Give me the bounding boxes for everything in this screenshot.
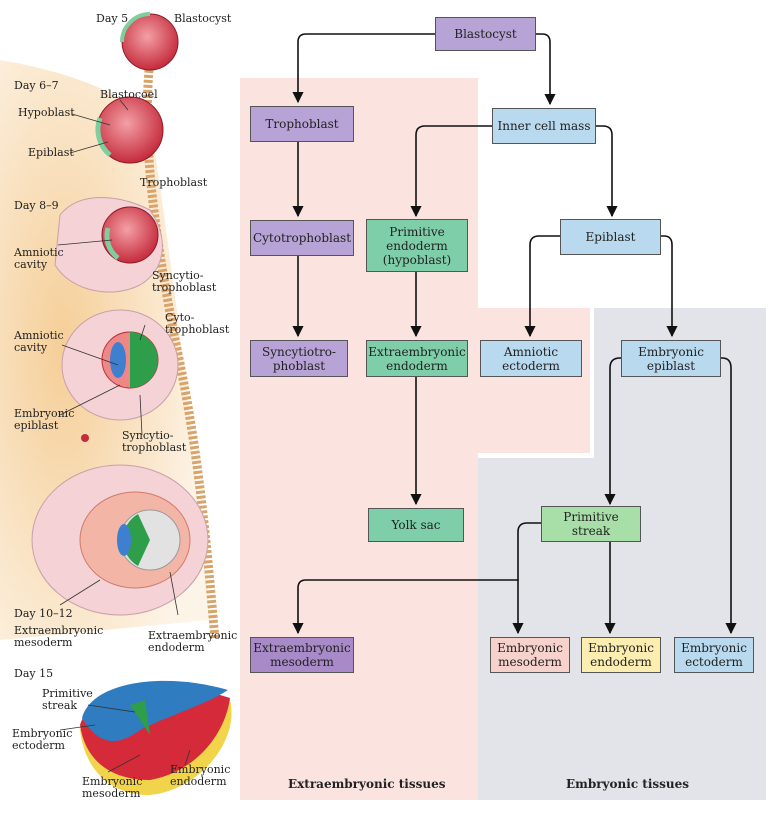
node-blastocyst: Blastocyst bbox=[435, 17, 536, 51]
syncytiotrophoblast-label-1: Syncytio- trophoblast bbox=[152, 269, 217, 294]
node-cytotrophoblast: Cytotrophoblast bbox=[250, 220, 354, 256]
left-leader-lines bbox=[57, 99, 191, 773]
node-syncytiotrophoblast: Syncytiotro- phoblast bbox=[250, 340, 348, 377]
day9-embryo bbox=[61, 309, 179, 442]
cytotrophoblast-illustration-label: Cyto- trophoblast bbox=[165, 311, 230, 336]
arrow-epiblast-embryonic-epiblast bbox=[661, 235, 678, 338]
node-yolk-sac: Yolk sac bbox=[368, 508, 464, 542]
day67-label: Day 6–7 bbox=[14, 79, 59, 92]
amniotic-cavity-label-1: Amniotic cavity bbox=[14, 246, 64, 271]
node-amniotic-ectoderm: Amniotic ectoderm bbox=[480, 340, 582, 377]
amniotic-cavity-label-2: Amniotic cavity bbox=[14, 329, 64, 354]
embryonic-region-top bbox=[594, 308, 766, 458]
embryonic-ectoderm-illustration-label: Embryonic ectoderm bbox=[12, 727, 73, 752]
arrow-icm-primitive-endoderm bbox=[410, 125, 492, 218]
node-embryonic-mesoderm: Embryonic mesoderm bbox=[490, 637, 570, 673]
extraembryonic-tissues-label: Extraembryonic tissues bbox=[288, 777, 446, 791]
primitive-streak-illustration-label: Primitive streak bbox=[42, 687, 93, 712]
day89-label: Day 8–9 bbox=[14, 199, 59, 212]
node-embryonic-epiblast: Embryonic epiblast bbox=[621, 340, 721, 377]
syncytiotrophoblast-label-2: Syncytio- trophoblast bbox=[122, 429, 187, 454]
embryonic-epiblast-illustration-label: Embryonic epiblast bbox=[14, 407, 75, 432]
arrow-epiblast-amniotic bbox=[524, 235, 560, 338]
day1012-label: Day 10–12 bbox=[14, 607, 73, 620]
day5-blastocyst bbox=[120, 12, 179, 71]
embryonic-mesoderm-illustration-label: Embryonic mesoderm bbox=[82, 775, 143, 800]
node-epiblast: Epiblast bbox=[560, 219, 661, 255]
epiblast-illustration-label: Epiblast bbox=[28, 146, 74, 159]
node-primitive-endoderm: Primitive endoderm (hypoblast) bbox=[366, 219, 468, 272]
arrow-embepi-primstreak bbox=[604, 357, 621, 506]
extraembryonic-mesoderm-illustration-label: Extraembryonic mesoderm bbox=[14, 624, 104, 649]
node-extraembryonic-endoderm: Extraembryonic endoderm bbox=[366, 340, 468, 377]
blastocyst-illustration-label: Blastocyst bbox=[174, 12, 232, 25]
embryonic-endoderm-illustration-label: Embryonic endoderm bbox=[170, 763, 231, 788]
arrow-blastocyst-trophoblast bbox=[292, 33, 435, 104]
day89-embryo bbox=[54, 197, 163, 293]
day15-label: Day 15 bbox=[14, 667, 54, 680]
arrow-embepi-ectoderm bbox=[721, 357, 737, 635]
node-extraembryonic-mesoderm: Extraembryonic mesoderm bbox=[250, 637, 354, 673]
hypoblast-label: Hypoblast bbox=[18, 106, 75, 119]
blastocoel-label: Blastocoel bbox=[100, 88, 158, 101]
day1012-embryo bbox=[31, 464, 209, 616]
embryonic-tissues-label: Embryonic tissues bbox=[566, 777, 690, 791]
day5-label: Day 5 bbox=[96, 12, 129, 25]
extraembryonic-region-upper bbox=[240, 78, 478, 800]
node-trophoblast: Trophoblast bbox=[250, 106, 354, 142]
node-embryonic-ectoderm: Embryonic ectoderm bbox=[674, 637, 754, 673]
trophoblast-illustration-label: Trophoblast bbox=[140, 176, 208, 189]
node-inner-cell-mass: Inner cell mass bbox=[492, 108, 596, 144]
node-primitive-streak: Primitive streak bbox=[541, 506, 641, 542]
node-embryonic-endoderm: Embryonic endoderm bbox=[581, 637, 661, 673]
arrow-icm-epiblast bbox=[596, 125, 618, 218]
day15-disc bbox=[80, 680, 232, 795]
extraembryonic-endoderm-illustration-label: Extraembryonic endoderm bbox=[148, 629, 238, 654]
arrow-blastocyst-icm bbox=[536, 33, 556, 106]
